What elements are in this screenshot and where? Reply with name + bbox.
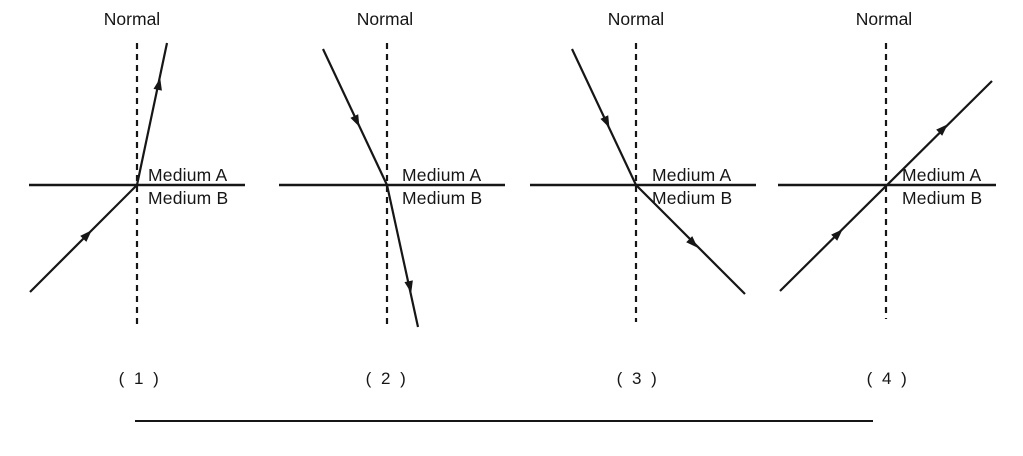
medium-b-label: Medium B xyxy=(652,188,732,208)
refracted-ray-arrow-icon xyxy=(686,236,698,248)
incident-ray-arrow-icon xyxy=(80,230,92,242)
panel-2: Normal Medium A Medium B ( 2 ) xyxy=(279,9,505,388)
medium-b-label: Medium B xyxy=(402,188,482,208)
medium-a-label: Medium A xyxy=(148,165,228,185)
normal-label: Normal xyxy=(856,9,912,29)
panel-caption: ( 3 ) xyxy=(617,369,660,388)
normal-label: Normal xyxy=(608,9,664,29)
normal-label: Normal xyxy=(357,9,413,29)
panel-4: Normal Medium A Medium B ( 4 ) xyxy=(778,9,996,388)
refracted-ray-arrow-icon xyxy=(153,78,162,91)
medium-a-label: Medium A xyxy=(402,165,482,185)
panel-caption: ( 4 ) xyxy=(867,369,910,388)
panel-caption: ( 1 ) xyxy=(119,369,162,388)
refracted-ray-arrow-icon xyxy=(404,280,413,293)
refracted-ray xyxy=(385,184,420,328)
incident-ray xyxy=(571,48,637,186)
medium-a-label: Medium A xyxy=(652,165,732,185)
ray-arrow-upper-icon xyxy=(936,124,948,136)
incident-ray-arrow-icon xyxy=(350,114,360,127)
medium-b-label: Medium B xyxy=(902,188,982,208)
panel-3: Normal Medium A Medium B ( 3 ) xyxy=(530,9,756,388)
normal-label: Normal xyxy=(104,9,160,29)
panel-1: Normal Medium A Medium B ( 1 ) xyxy=(29,9,245,388)
medium-a-label: Medium A xyxy=(902,165,982,185)
straight-ray xyxy=(779,80,993,292)
medium-b-label: Medium B xyxy=(148,188,228,208)
refracted-ray xyxy=(135,42,169,186)
incident-ray-arrow-icon xyxy=(600,115,610,128)
ray-arrow-lower-icon xyxy=(831,229,843,241)
panel-caption: ( 2 ) xyxy=(366,369,409,388)
